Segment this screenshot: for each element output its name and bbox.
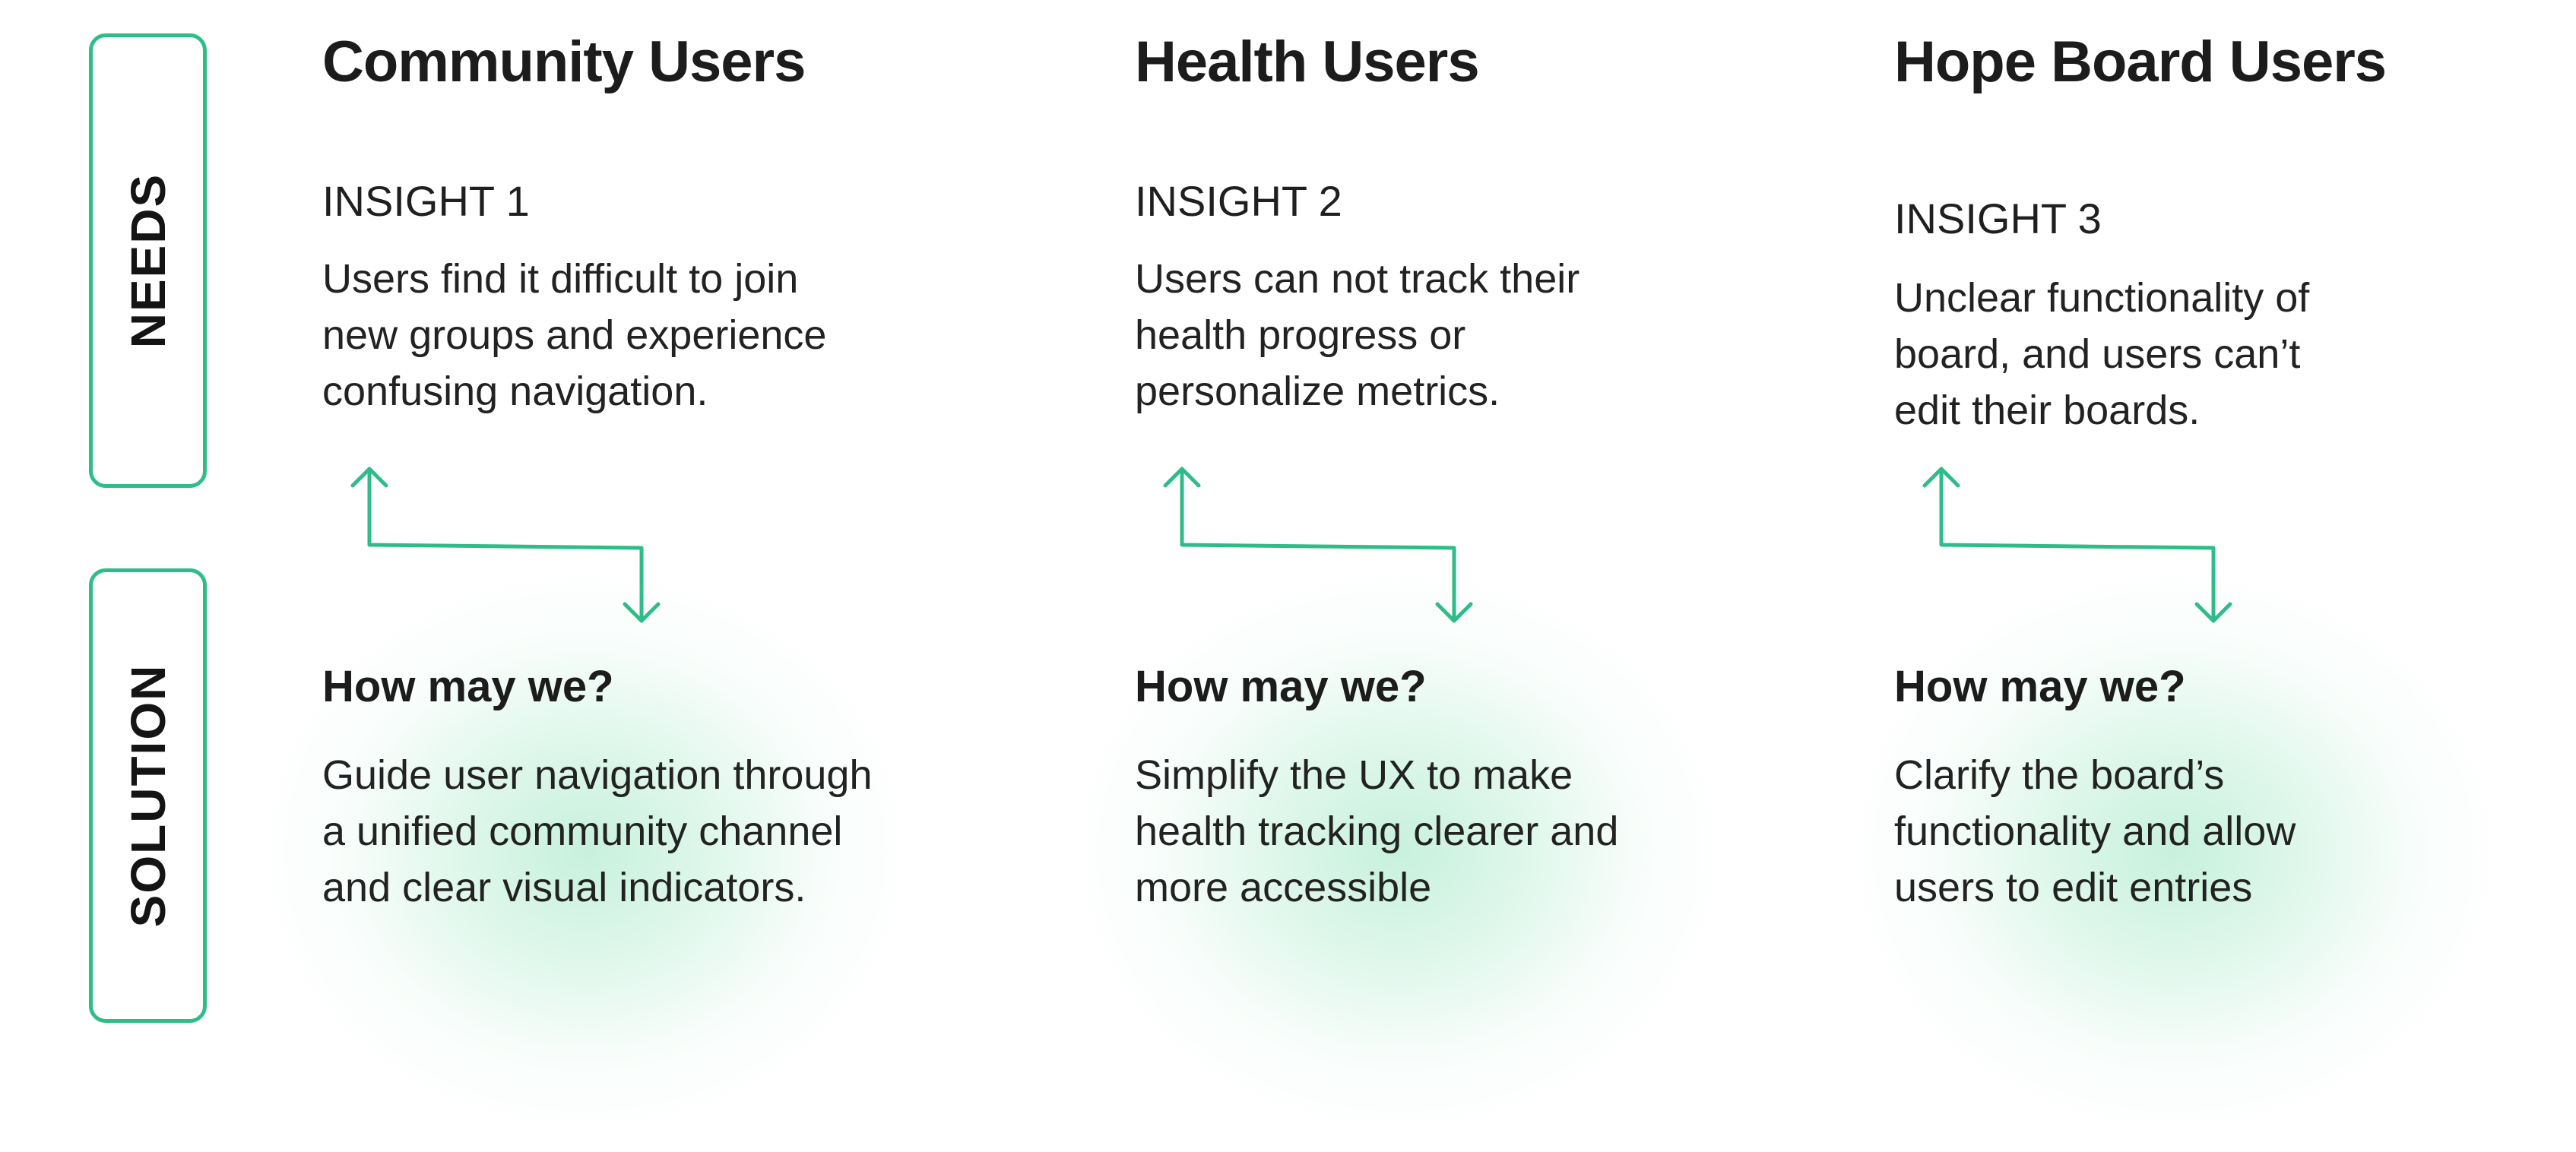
- how-may-we-label: How may we?: [322, 662, 614, 711]
- solution-row-label: SOLUTION: [120, 663, 176, 928]
- solution-glow-1: [251, 562, 920, 1140]
- solution-glow-3: [1839, 562, 2508, 1140]
- insight-label: INSIGHT 3: [1894, 195, 2102, 242]
- solution-text: Simplify the UX to make health tracking …: [1135, 752, 1619, 910]
- up-down-arrow-connector-icon: [1922, 467, 2232, 623]
- column-title: Community Users: [322, 30, 806, 94]
- how-may-we-label: How may we?: [1894, 662, 2186, 711]
- insight-text: Users can not track their health progres…: [1135, 256, 1580, 414]
- column-title: Hope Board Users: [1894, 30, 2387, 94]
- column-title: Health Users: [1135, 30, 1480, 94]
- up-down-arrow-connector-icon: [1163, 467, 1473, 623]
- solution-row-label-box: SOLUTION: [89, 568, 207, 1023]
- needs-row-label: NEEDS: [120, 172, 176, 349]
- solution-text: Clarify the board’s functionality and al…: [1894, 752, 2296, 910]
- how-may-we-label: How may we?: [1135, 662, 1427, 711]
- solution-text: Guide user navigation through a unified …: [322, 752, 873, 910]
- needs-row-label-box: NEEDS: [89, 33, 207, 488]
- insight-text: Users find it difficult to join new grou…: [322, 256, 827, 414]
- insight-label: INSIGHT 2: [1135, 177, 1342, 225]
- insight-text: Unclear functionality of board, and user…: [1894, 275, 2310, 433]
- up-down-arrow-connector-icon: [350, 467, 661, 623]
- solution-glow-2: [1064, 562, 1733, 1140]
- insight-label: INSIGHT 1: [322, 177, 530, 225]
